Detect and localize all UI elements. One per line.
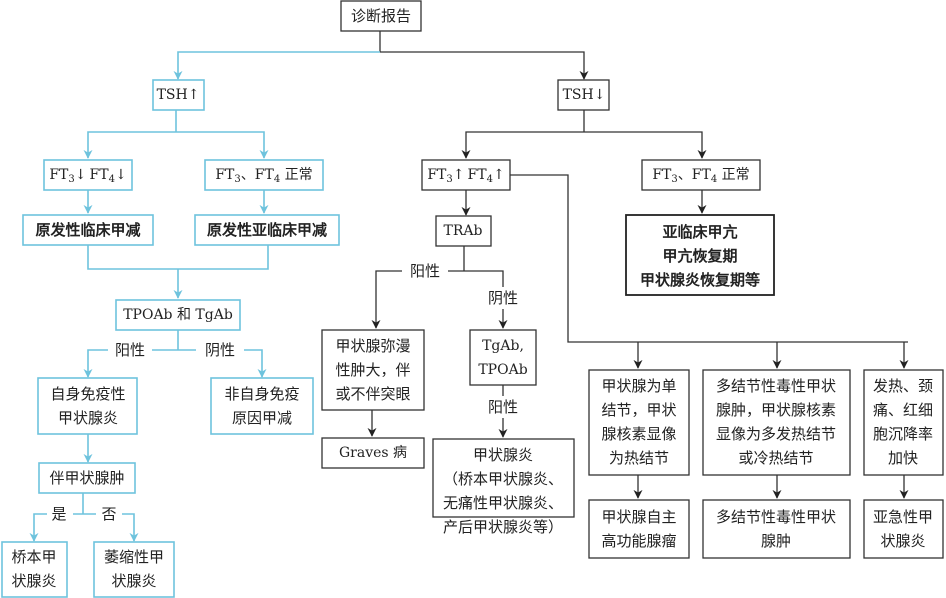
svg-text:甲亢恢复期: 甲亢恢复期 — [662, 247, 737, 265]
svg-text:状腺炎: 状腺炎 — [111, 572, 156, 590]
svg-text:高功能腺瘤: 高功能腺瘤 — [601, 532, 676, 550]
svg-text:多结节性毒性甲状: 多结节性毒性甲状 — [716, 377, 836, 395]
svg-text:产后甲状腺炎等）: 产后甲状腺炎等） — [443, 518, 563, 536]
svg-text:甲状腺弥漫: 甲状腺弥漫 — [335, 337, 410, 355]
edge-label-tpoab-positive: 阳性 — [115, 341, 145, 359]
node-hashimoto-thyroiditis: 桥本甲 状腺炎 — [1, 541, 68, 598]
edge-tsh-down-to-ft-up — [461, 131, 584, 159]
node-subacute-thyroiditis: 亚急性甲 状腺炎 — [863, 499, 944, 559]
node-multinodular-description: 多结节性毒性甲状 腺肿，甲状腺核素 显像为多发热结节 或冷热结节 — [702, 369, 851, 476]
node-autonomous-adenoma: 甲状腺自主 高功能腺瘤 — [588, 499, 690, 559]
svg-text:状腺炎: 状腺炎 — [11, 572, 56, 590]
svg-text:结节，甲状: 结节，甲状 — [601, 401, 676, 419]
svg-text:甲状腺炎: 甲状腺炎 — [58, 409, 118, 427]
svg-text:加快: 加快 — [888, 449, 918, 467]
node-ft3-ft4-normal-left: FT3、FT4 正常 — [204, 159, 324, 191]
svg-text:性肿大，伴: 性肿大，伴 — [335, 361, 410, 379]
svg-text:原发性亚临床甲减: 原发性亚临床甲减 — [207, 221, 327, 239]
svg-text:腺核素显像: 腺核素显像 — [601, 425, 676, 443]
svg-text:TPOAb: TPOAb — [478, 362, 527, 378]
edge-label-ab-positive: 阳性 — [488, 398, 518, 416]
svg-text:显像为多发热结节: 显像为多发热结节 — [716, 425, 836, 443]
svg-text:TPOAb 和 TgAb: TPOAb 和 TgAb — [123, 307, 233, 323]
node-autoimmune-thyroiditis: 自身免疫性 甲状腺炎 — [37, 377, 138, 435]
svg-text:为热结节: 为热结节 — [609, 449, 669, 467]
edge-merge-to-tpoab — [87, 245, 269, 298]
svg-text:萎缩性甲: 萎缩性甲 — [104, 548, 164, 566]
svg-text:诊断报告: 诊断报告 — [351, 7, 411, 25]
node-ft3-ft4-normal-right: FT3、FT4 正常 — [641, 159, 761, 191]
svg-text:痛、红细: 痛、红细 — [873, 401, 933, 419]
node-primary-subclinical-hypothyroidism: 原发性亚临床甲减 — [194, 214, 340, 246]
node-trab: TRAb — [435, 215, 492, 247]
svg-text:腺肿，甲状腺核素: 腺肿，甲状腺核素 — [716, 401, 836, 419]
svg-text:FT3、FT4 正常: FT3、FT4 正常 — [652, 167, 749, 185]
node-non-autoimmune-hypothyroidism: 非自身免疫 原因甲减 — [210, 377, 314, 435]
svg-text:状腺炎: 状腺炎 — [880, 532, 925, 550]
node-tgab-tpoab: TgAb, TPOAb — [469, 329, 537, 386]
svg-text:桥本甲: 桥本甲 — [11, 548, 56, 566]
svg-text:TSH↓: TSH↓ — [563, 87, 606, 103]
edge-label-trab-negative: 阴性 — [488, 289, 518, 307]
node-diagnosis-report: 诊断报告 — [340, 0, 422, 32]
svg-text:甲状腺炎: 甲状腺炎 — [473, 446, 533, 464]
svg-text:或不伴突眼: 或不伴突眼 — [335, 385, 410, 403]
svg-text:发热、颈: 发热、颈 — [873, 377, 933, 395]
svg-text:腺肿: 腺肿 — [761, 532, 791, 550]
edge-tsh-up-to-ft-down — [83, 131, 176, 159]
edge-label-goiter-no: 否 — [101, 505, 116, 523]
svg-text:原因甲减: 原因甲减 — [232, 409, 292, 427]
svg-text:FT3↑FT4↑: FT3↑FT4↑ — [427, 167, 504, 185]
svg-text:无痛性甲状腺炎、: 无痛性甲状腺炎、 — [443, 494, 563, 512]
svg-text:胞沉降率: 胞沉降率 — [873, 425, 933, 443]
node-ft3-ft4-down: FT3↓FT4↓ — [43, 159, 133, 191]
svg-text:FT3、FT4 正常: FT3、FT4 正常 — [215, 167, 312, 185]
node-fever-neck-pain: 发热、颈 痛、红细 胞沉降率 加快 — [863, 369, 944, 476]
svg-text:或冷热结节: 或冷热结节 — [738, 449, 813, 467]
node-toxic-multinodular-goiter: 多结节性毒性甲状 腺肿 — [702, 499, 851, 559]
svg-text:自身免疫性: 自身免疫性 — [50, 385, 125, 403]
node-tsh-up: TSH↑ — [152, 79, 205, 111]
node-atrophic-thyroiditis: 萎缩性甲 状腺炎 — [93, 541, 175, 598]
node-tsh-down: TSH↓ — [557, 79, 610, 111]
node-diffuse-goiter: 甲状腺弥漫 性肿大，伴 或不伴突眼 — [321, 329, 425, 411]
edge-root-to-tsh-down — [380, 51, 589, 80]
svg-text:亚急性甲: 亚急性甲 — [873, 508, 933, 526]
svg-text:TgAb,: TgAb, — [482, 338, 524, 354]
svg-text:Graves 病: Graves 病 — [339, 445, 407, 461]
node-tpoab-tgab: TPOAb 和 TgAb — [115, 299, 241, 331]
edge-label-trab-positive: 阳性 — [410, 262, 440, 280]
svg-text:原发性临床甲减: 原发性临床甲减 — [35, 221, 140, 239]
svg-text:FT3↓FT4↓: FT3↓FT4↓ — [49, 167, 126, 185]
svg-text:（桥本甲状腺炎、: （桥本甲状腺炎、 — [443, 470, 563, 488]
node-subclinical-hyperthyroidism: 亚临床甲亢 甲亢恢复期 甲状腺炎恢复期等 — [625, 214, 775, 296]
svg-text:亚临床甲亢: 亚临床甲亢 — [662, 223, 737, 241]
svg-text:TSH↑: TSH↑ — [157, 87, 200, 103]
svg-text:TRAb: TRAb — [444, 223, 483, 239]
node-single-hot-nodule: 甲状腺为单 结节，甲状 腺核素显像 为热结节 — [588, 369, 690, 476]
edge-tsh-up-to-ft-normal — [176, 131, 269, 159]
svg-text:甲状腺为单: 甲状腺为单 — [601, 377, 676, 395]
svg-text:甲状腺自主: 甲状腺自主 — [601, 508, 676, 526]
svg-text:非自身免疫: 非自身免疫 — [224, 385, 299, 403]
svg-text:多结节性毒性甲状: 多结节性毒性甲状 — [716, 508, 836, 526]
node-graves-disease: Graves 病 — [321, 437, 425, 469]
node-primary-clinical-hypothyroidism: 原发性临床甲减 — [22, 214, 154, 246]
edge-ft-up-right — [510, 174, 908, 343]
edge-label-tpoab-negative: 阴性 — [205, 341, 235, 359]
edge-tsh-down-to-ft-normal — [584, 131, 707, 159]
svg-text:甲状腺炎恢复期等: 甲状腺炎恢复期等 — [640, 271, 760, 289]
edge-label-goiter-yes: 是 — [51, 505, 66, 523]
node-thyroiditis-group: 甲状腺炎 （桥本甲状腺炎、 无痛性甲状腺炎、 产后甲状腺炎等） — [432, 438, 575, 536]
svg-text:伴甲状腺肿: 伴甲状腺肿 — [49, 469, 124, 487]
edge-root-to-tsh-up — [173, 51, 380, 80]
node-ft3-ft4-up: FT3↑FT4↑ — [421, 159, 511, 191]
node-with-goiter: 伴甲状腺肿 — [38, 462, 136, 494]
